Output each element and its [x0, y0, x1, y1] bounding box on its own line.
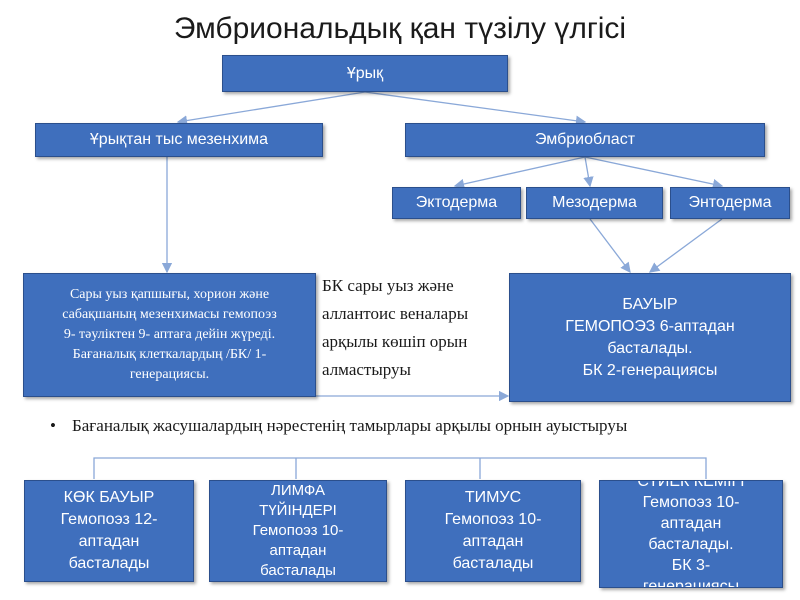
- node-yolk-sac: Сары уыз қапшығы, хорион және сабақшаның…: [23, 273, 316, 397]
- node-endoderm: Энтодерма: [670, 187, 790, 219]
- node-bone-marrow: СҮЙЕК КЕМІГІ Гемопоэз 10- аптадан бастал…: [599, 480, 783, 588]
- node-liver: БАУЫР ГЕМОПОЭЗ 6-аптадан басталады. БК 2…: [509, 273, 791, 402]
- node-ectoderm: Эктодерма: [392, 187, 521, 219]
- arrow-meso-to-liver: [589, 218, 631, 274]
- node-lymph-nodes: ЛИМФА ТҮЙІНДЕРІ Гемопоэз 10- аптадан бас…: [209, 480, 387, 582]
- arrow-uryk-to-embryoblast: [364, 91, 587, 126]
- node-embryoblast: Эмбриобласт: [405, 123, 765, 157]
- arrow-embryo-to-meso: [583, 156, 594, 188]
- page-title: Эмбриональдық қан түзілу үлгісі: [173, 12, 627, 45]
- node-extra-mesenchyme: Ұрықтан тыс мезенхима: [35, 123, 323, 157]
- bracket-to-organs: [93, 457, 707, 479]
- arrow-embryo-to-endo: [584, 156, 724, 190]
- node-thymus: ТИМУС Гемопоэз 10- аптадан басталады: [405, 480, 581, 582]
- bullet-symbol: •: [50, 416, 56, 435]
- bullet-line: • Бағаналық жасушалардың нәрестенің тамыр…: [50, 416, 627, 436]
- arrow-embryo-to-ecto: [453, 156, 586, 190]
- arrow-uryk-to-extra: [176, 91, 366, 126]
- node-mesoderm: Мезодерма: [526, 187, 663, 219]
- node-uryk: Ұрық: [222, 55, 508, 92]
- node-spleen: КӨК БАУЫР Гемопоэз 12- аптадан басталады: [24, 480, 194, 582]
- migration-note: БК сары уыз және аллантоис веналары арқы…: [322, 276, 469, 379]
- arrow-endo-to-liver: [648, 218, 723, 273]
- bullet-text: Бағаналық жасушалардың нәрестенің тамырл…: [72, 416, 628, 435]
